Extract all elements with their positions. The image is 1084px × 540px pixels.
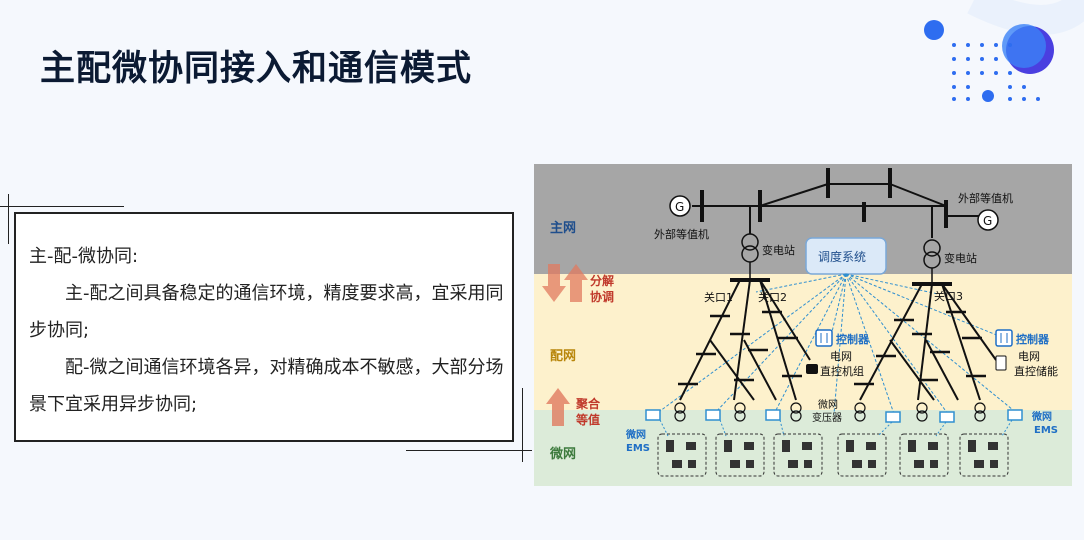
frame-line-left xyxy=(8,194,9,244)
substation-right-label: 变电站 xyxy=(944,251,977,265)
ems-monitors xyxy=(645,409,1023,423)
ems-right-label-1: 微网 xyxy=(1031,410,1052,423)
text-paragraph-1: 主-配之间具备稳定的通信环境，精度要求高，宜采用同步协同; xyxy=(29,283,504,341)
text-heading: 主-配-微协同: xyxy=(29,246,139,267)
micro-transformer-label-2: 变压器 xyxy=(812,411,842,424)
decompose-arrows xyxy=(542,264,588,302)
layer-label-micro: 微网 xyxy=(549,446,576,462)
frame-line-top xyxy=(0,206,124,207)
external-left-label: 外部等值机 xyxy=(654,227,709,241)
grid-left-label-2: 直控机组 xyxy=(820,364,864,378)
substation-right-icon xyxy=(923,239,941,282)
distribution-feeders-left xyxy=(679,279,811,401)
direct-control-storage-icon xyxy=(995,355,1007,371)
substation-left-icon xyxy=(741,233,759,278)
ems-left-label-2: EMS xyxy=(626,443,650,454)
grid-right-label-2: 直控储能 xyxy=(1014,364,1058,378)
micro-transformer-label-1: 微网 xyxy=(818,398,838,411)
arrow-label-decompose-1: 分解 xyxy=(590,273,614,288)
controller-left-label: 控制器 xyxy=(836,332,870,346)
external-right-label: 外部等值机 xyxy=(958,191,1013,205)
gate3-label: 关口3 xyxy=(934,289,963,303)
layer-label-distribution: 配网 xyxy=(550,349,576,364)
grid-left-label-1: 电网 xyxy=(830,350,852,363)
grid-right-label-1: 电网 xyxy=(1018,350,1040,363)
layer-label-main: 主网 xyxy=(550,220,576,236)
controller-right-icon xyxy=(995,329,1013,347)
power-network-diagram: 主网 配网 微网 分解 协调 聚合 等值 G G 外部等值机 外部等值机 变电 xyxy=(534,164,1072,486)
substation-left-label: 变电站 xyxy=(762,243,795,257)
frame-line-right xyxy=(522,388,523,462)
controller-left-icon xyxy=(815,329,833,347)
distribution-feeders-right xyxy=(859,283,997,401)
page-title: 主配微协同接入和通信模式 xyxy=(40,49,473,89)
decorative-dots-graphic xyxy=(924,0,1084,102)
distribution-switches-left xyxy=(678,310,802,386)
generator-left-icon xyxy=(669,195,691,217)
micro-grid-links xyxy=(659,419,1013,437)
arrow-label-aggregate-1: 聚合 xyxy=(575,396,601,411)
micro-grid-boxes xyxy=(657,433,1009,477)
text-paragraph-2: 配-微之间通信环境各异，对精确成本不敏感，大部分场景下宜采用异步协同; xyxy=(29,357,504,415)
generator-right-label: G xyxy=(983,214,992,228)
main-grid-buses xyxy=(700,168,948,228)
aggregate-arrow xyxy=(546,388,570,426)
micro-grid-device-icons xyxy=(666,440,998,468)
direct-control-unit-icon xyxy=(806,364,818,374)
main-grid-lines xyxy=(692,183,980,238)
gate1-label: 关口1 xyxy=(704,290,733,304)
arrow-label-decompose-2: 协调 xyxy=(590,289,614,304)
frame-line-bottom xyxy=(406,450,532,451)
dispatch-system-label: 调度系统 xyxy=(818,249,866,264)
ems-left-label-1: 微网 xyxy=(625,428,646,441)
generator-left-label: G xyxy=(675,200,684,214)
ems-right-label-2: EMS xyxy=(1034,425,1058,436)
generator-right-icon xyxy=(977,209,999,231)
text-box: 主-配-微协同: 主-配之间具备稳定的通信环境，精度要求高，宜采用同步协同; 配… xyxy=(14,212,514,442)
distribution-switches-right xyxy=(854,310,986,386)
distribution-band xyxy=(534,274,1072,410)
arrow-label-aggregate-2: 等值 xyxy=(575,412,600,427)
micro-transformers xyxy=(674,402,986,422)
gate2-label: 关口2 xyxy=(758,290,787,304)
controller-right-label: 控制器 xyxy=(1016,332,1050,346)
